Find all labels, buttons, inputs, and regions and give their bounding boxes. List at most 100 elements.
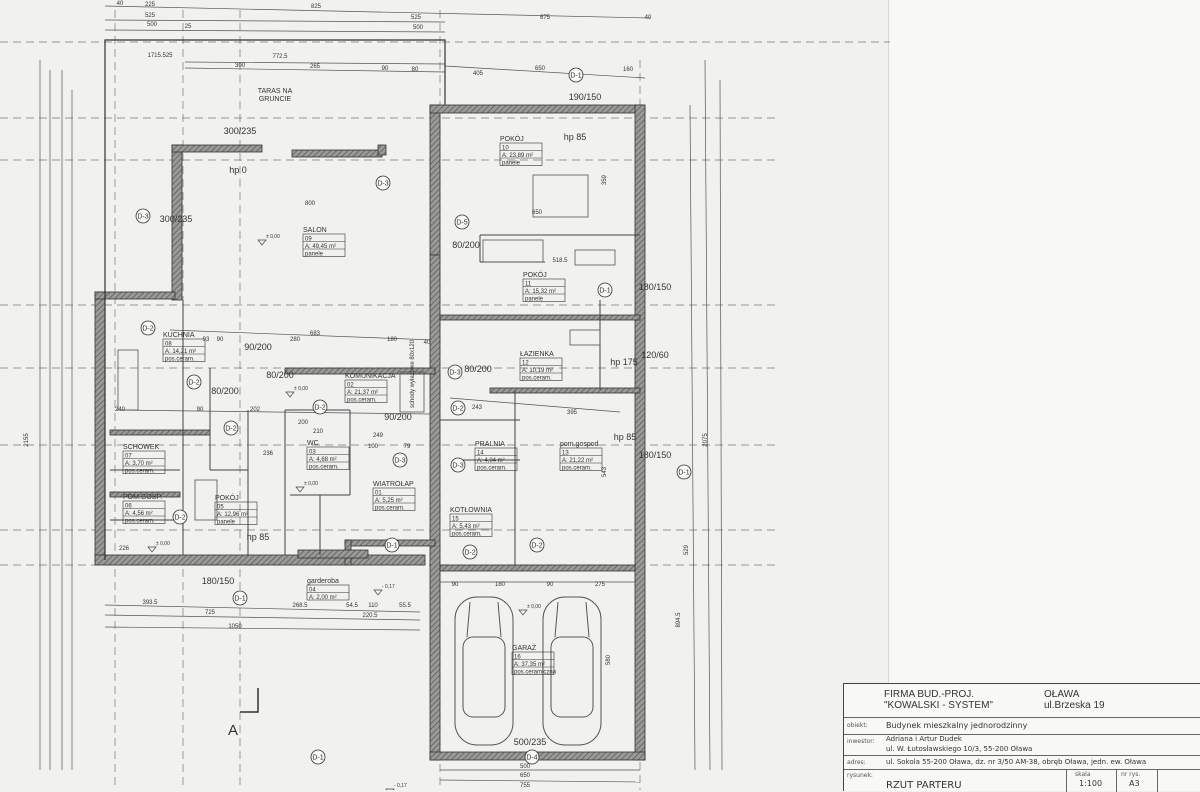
level-mark: ± 0,00	[257, 234, 280, 246]
dimension-label: 725	[205, 610, 216, 616]
level-mark: ± 0,00	[147, 541, 170, 553]
opening-labels: 80/20080/20080/20080/20090/20090/200180/…	[160, 92, 672, 747]
sheet-value: A3	[1129, 779, 1140, 788]
dimension-label: 93	[203, 337, 210, 343]
door-tag-circle	[135, 208, 151, 224]
dimension-label: 210	[313, 429, 324, 435]
dimension-label: 40	[645, 15, 652, 21]
dimension-label: 650	[520, 773, 531, 779]
dimension-label: 405	[473, 71, 484, 77]
room-area: A: 2,00 m²	[309, 595, 337, 601]
dimension-label: 543	[602, 466, 608, 477]
wall	[429, 254, 441, 761]
room-number: 07	[125, 454, 132, 460]
wall	[429, 104, 646, 114]
firm-line2: "KOWALSKI - SYSTEM"	[884, 700, 993, 711]
door-tag-circle	[310, 749, 326, 765]
level-triangle-icon	[385, 788, 395, 790]
dimension-label: 79	[404, 444, 411, 450]
opening-label: 90/200	[244, 342, 272, 352]
door-tag-circle	[140, 320, 156, 336]
door-tag: D-2	[450, 400, 466, 416]
furniture	[532, 174, 589, 218]
dimension-label: 90	[217, 337, 224, 343]
level-value: - 0,17	[382, 584, 395, 590]
wall	[94, 291, 106, 563]
level-triangle-icon	[373, 589, 383, 596]
door-tag-label: D-2	[464, 550, 475, 557]
room-floor: panele	[217, 520, 236, 526]
door-tag: D-3	[392, 452, 408, 468]
dimension-label: 265	[310, 64, 321, 70]
dimension-label: 90	[382, 66, 389, 72]
dimension-label: 236	[263, 451, 274, 457]
room-area: A: 10,19 m²	[522, 368, 553, 374]
door-tag-label: D-2	[225, 426, 236, 433]
room-info-box	[559, 447, 603, 471]
opening-label: 80/200	[464, 364, 492, 374]
door-tag-label: D-2	[142, 326, 153, 333]
opening-label: 180/150	[202, 576, 235, 586]
door-tag-circle	[232, 590, 248, 606]
room-name: PRALNIA	[475, 441, 505, 448]
room-name: SCHOWEK	[123, 444, 160, 451]
level-value: ± 0,00	[266, 234, 280, 240]
terrace-label: TARAS NA GRUNCIE	[258, 88, 293, 103]
dimension-label: 2075	[703, 433, 709, 447]
level-mark: - 0,17	[385, 783, 407, 790]
room-info-box	[306, 446, 350, 470]
dimension-label: 683	[310, 331, 321, 337]
level-triangle-icon	[147, 546, 157, 553]
dimension-label: 226	[119, 546, 130, 552]
dimension-line	[104, 19, 446, 23]
drawing-label: rysunek:	[847, 772, 873, 779]
dimension-line	[439, 779, 641, 783]
door-tag-circle	[454, 214, 470, 230]
scale-cell: skala 1:100	[1066, 770, 1117, 792]
dimension-label: 180	[387, 337, 398, 343]
opening-label: 500/235	[514, 737, 547, 747]
door-tag-circle	[447, 364, 463, 380]
door-tag-label: D-3	[377, 181, 388, 188]
door-tag: D-2	[140, 320, 156, 336]
dimension-label: 90	[452, 582, 459, 588]
dimension-label: 395	[567, 410, 578, 416]
axis-grid-lines	[0, 10, 890, 790]
room-area: A: 4,04 m²	[477, 458, 505, 464]
room-info-box	[214, 501, 258, 525]
terrace-label-line1: TARAS NA	[258, 88, 293, 95]
room-floor: pos.ceram.	[165, 357, 195, 363]
dimension-line	[104, 614, 421, 621]
dimension-label: 800	[305, 201, 316, 207]
dimension-label: 90	[197, 407, 204, 413]
dimension-label: 200	[298, 420, 309, 426]
dimension-label: 772.5	[272, 54, 288, 60]
door-tag-circle	[186, 374, 202, 390]
furniture	[482, 239, 544, 263]
car-body	[542, 596, 602, 746]
dimension-label: 359	[602, 174, 608, 185]
room-info-box	[302, 233, 346, 257]
object-value: Budynek mieszkalny jednorodzinny	[886, 721, 1028, 730]
opening-label: 80/200	[452, 240, 480, 250]
car-line	[466, 601, 471, 638]
dimension-label: 500	[413, 25, 424, 31]
room-info-box	[122, 450, 166, 474]
door-tag: D-1	[310, 749, 326, 765]
room-floor: pos.ceram.	[125, 469, 155, 475]
dimension-label: 529	[684, 544, 690, 555]
section-marker: A	[228, 688, 259, 739]
door-tag-label: D-2	[188, 380, 199, 387]
wall	[109, 491, 181, 498]
opening-label: 190/150	[569, 92, 602, 102]
door-tag: D-4	[524, 749, 540, 765]
dimension-label: 202	[250, 407, 261, 413]
dimension-label: 220.5	[362, 613, 378, 619]
door-tag-label: D-1	[570, 73, 581, 80]
door-tag-label: D-4	[526, 755, 537, 762]
